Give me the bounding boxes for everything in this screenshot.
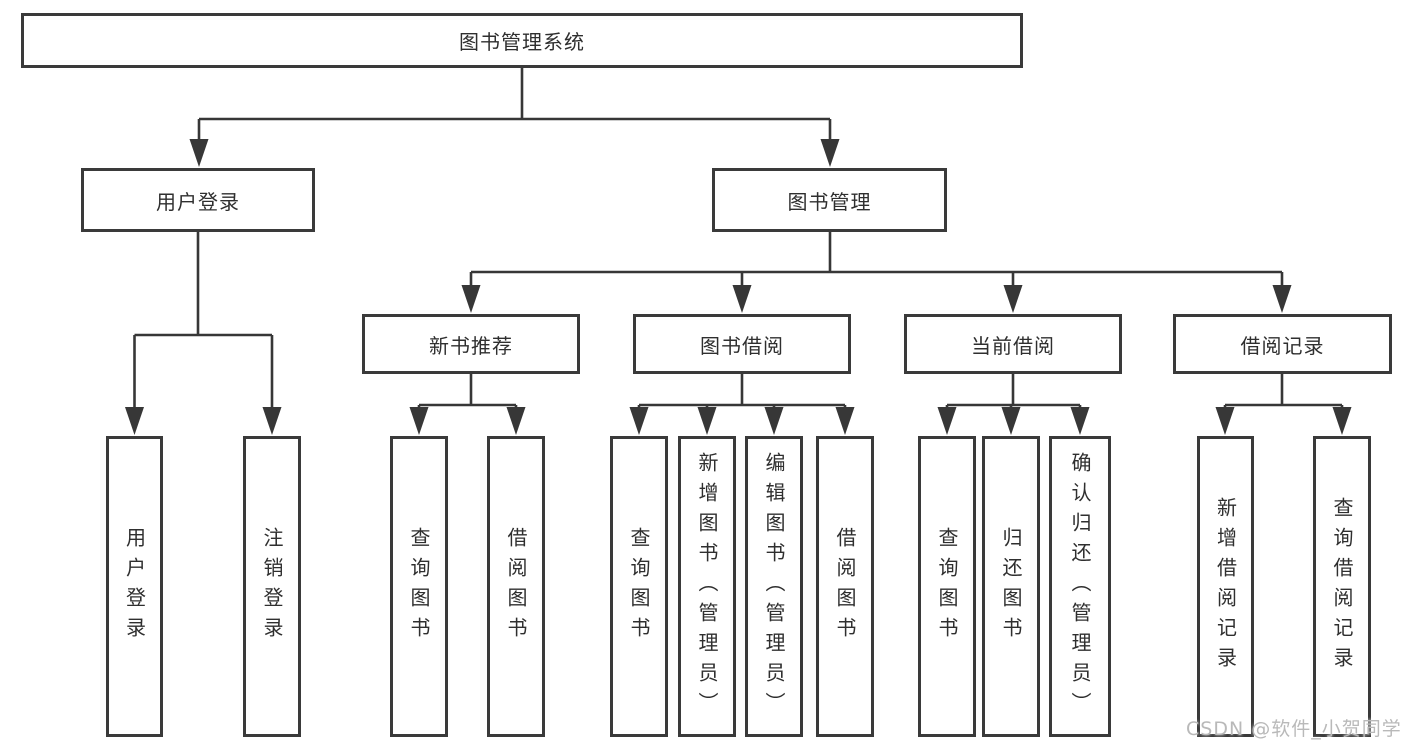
leaf-confirm-return-admin: 确认归还（管理员） [1049,436,1111,737]
leaf-user-login: 用户登录 [106,436,163,737]
leaf-return-book: 归还图书 [982,436,1040,737]
node-borrow-records-label: 借阅记录 [1240,333,1325,358]
node-book-management: 图书管理 [712,168,947,232]
connector-arrowheads [125,139,1352,435]
leaf-query-borrow-record-label: 查询借阅记录 [1330,496,1354,677]
leaf-borrow-books-recommend: 借阅图书 [487,436,545,737]
node-borrow-records: 借阅记录 [1173,314,1392,374]
node-user-login: 用户登录 [81,168,315,232]
node-root-label: 图书管理系统 [459,30,585,54]
leaf-borrow-books-recommend-label: 借阅图书 [504,526,528,647]
csdn-watermark: CSDN @软件_小贺同学 [1186,718,1402,740]
leaf-query-borrow-record: 查询借阅记录 [1313,436,1371,737]
leaf-edit-book-admin: 编辑图书（管理员） [745,436,803,737]
node-root: 图书管理系统 [21,13,1023,68]
node-new-book-recommend-label: 新书推荐 [429,333,513,358]
leaf-logout-label: 注销登录 [260,526,284,647]
leaf-user-login-label: 用户登录 [122,526,147,647]
leaf-add-book-admin-label: 新增图书（管理员） [695,451,719,722]
node-current-borrow: 当前借阅 [904,314,1122,374]
node-user-login-label: 用户登录 [156,189,240,214]
connector-lines [133,68,1344,428]
leaf-edit-book-admin-label: 编辑图书（管理员） [762,451,786,722]
node-new-book-recommend: 新书推荐 [362,314,580,374]
leaf-query-books-recommend-label: 查询图书 [407,526,431,647]
leaf-query-books-current-label: 查询图书 [935,526,959,647]
node-book-borrow: 图书借阅 [633,314,851,374]
leaf-query-books-borrow-label: 查询图书 [627,526,651,647]
node-current-borrow-label: 当前借阅 [971,333,1055,358]
leaf-query-books-recommend: 查询图书 [390,436,448,737]
node-book-borrow-label: 图书借阅 [700,333,784,358]
leaf-borrow-books: 借阅图书 [816,436,874,737]
leaf-query-books-current: 查询图书 [918,436,976,737]
leaf-query-books-borrow: 查询图书 [610,436,668,737]
leaf-borrow-books-label: 借阅图书 [833,526,857,647]
leaf-add-borrow-record: 新增借阅记录 [1197,436,1254,737]
node-book-management-label: 图书管理 [787,189,872,214]
leaf-logout: 注销登录 [243,436,301,737]
leaf-confirm-return-admin-label: 确认归还（管理员） [1068,451,1092,722]
leaf-return-book-label: 归还图书 [999,526,1023,647]
leaf-add-borrow-record-label: 新增借阅记录 [1213,496,1238,677]
leaf-add-book-admin: 新增图书（管理员） [678,436,736,737]
